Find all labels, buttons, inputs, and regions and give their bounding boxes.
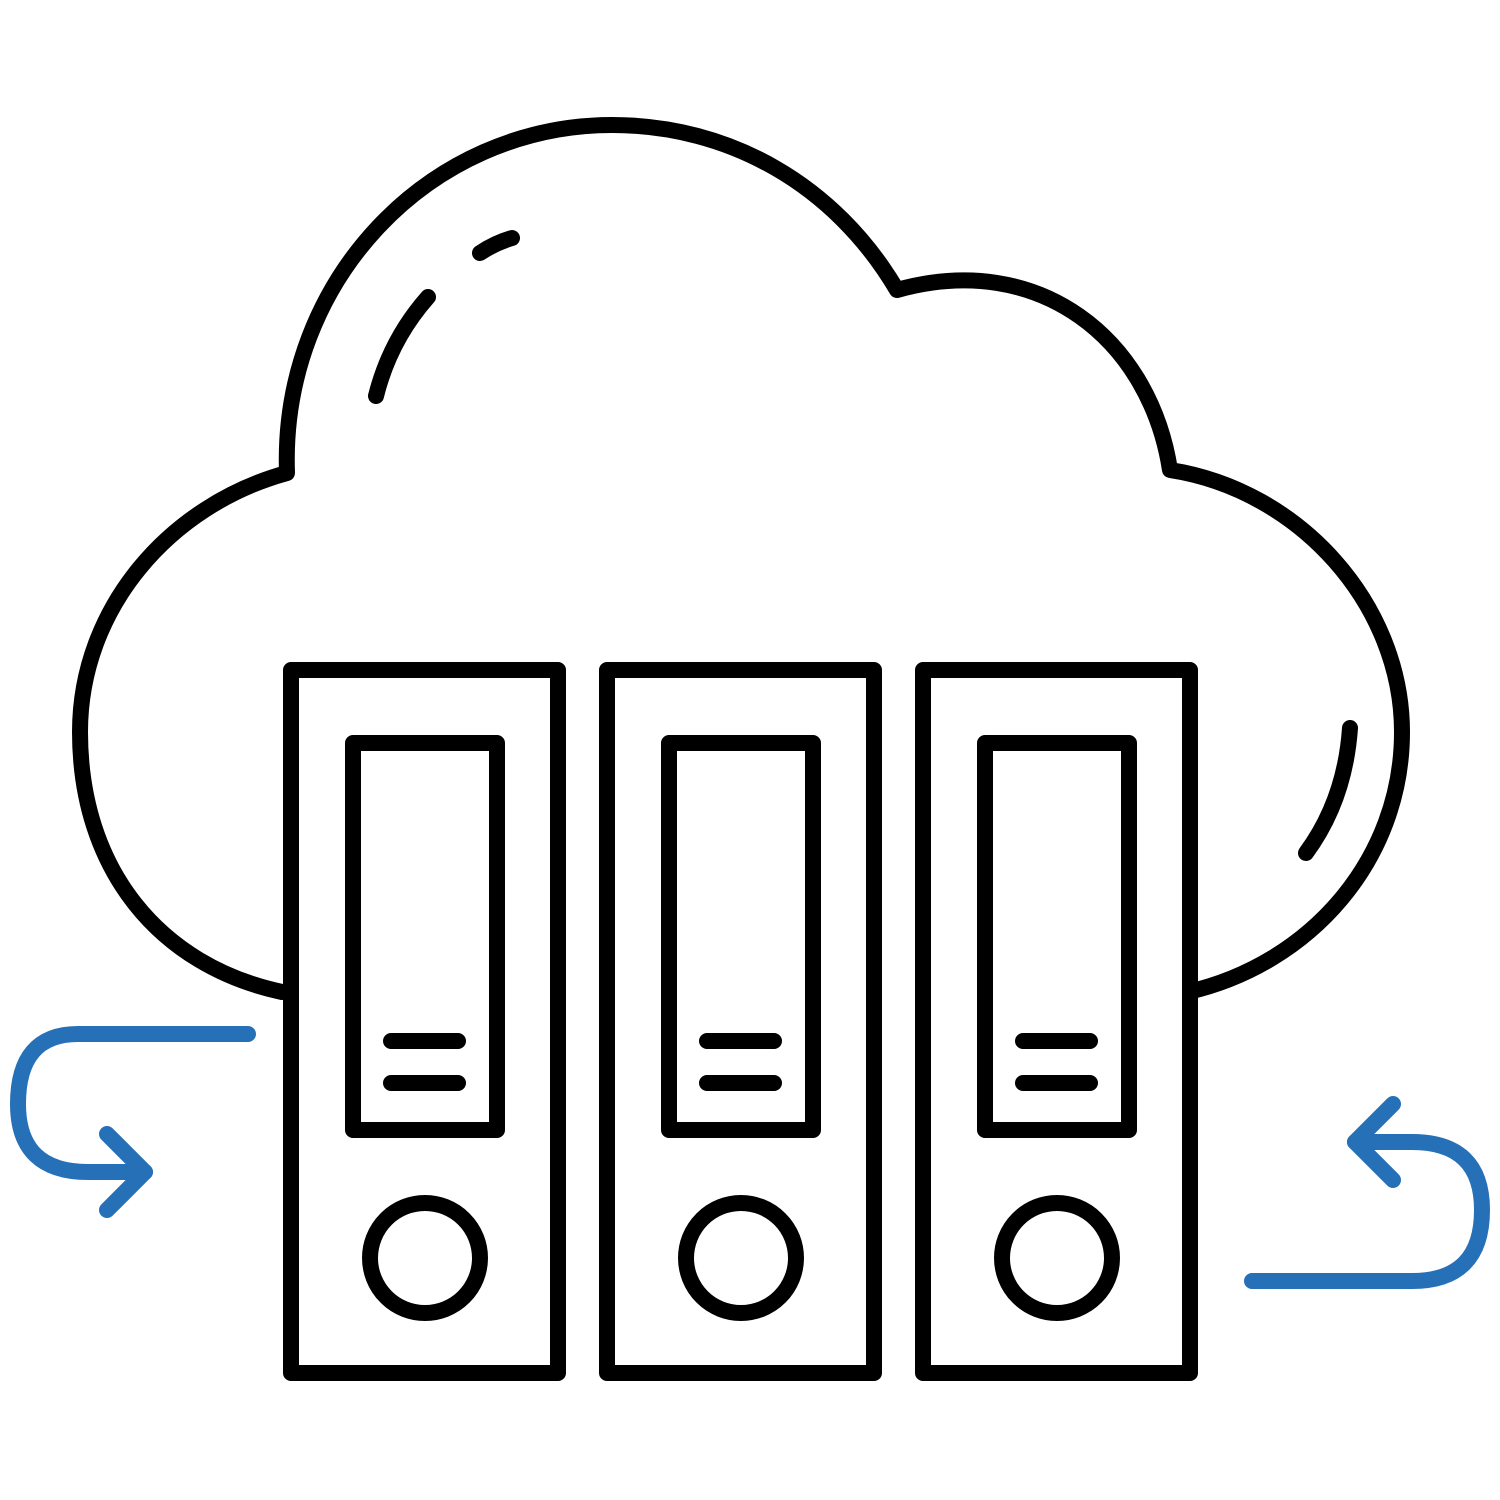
binder-body	[915, 662, 1198, 1381]
cloud-highlight-upper	[472, 230, 520, 261]
sync-arrow-right-icon	[1244, 1096, 1490, 1289]
binder-label	[661, 735, 821, 1138]
sync-arrow-right-curve	[1244, 1134, 1490, 1289]
cloud-highlight-left	[368, 289, 436, 404]
cloud-highlight-right	[1298, 720, 1358, 861]
binder-body	[599, 662, 882, 1381]
sync-arrow-left-head	[99, 1126, 153, 1218]
binder-label	[977, 735, 1137, 1138]
binder-ring	[362, 1195, 488, 1321]
binder-icon	[283, 662, 566, 1381]
binder-icon	[599, 662, 882, 1381]
binder-ring	[678, 1195, 804, 1321]
binders-group	[283, 662, 1198, 1381]
binder-ring	[994, 1195, 1120, 1321]
cloud-icon	[72, 117, 1410, 1000]
sync-arrow-left-icon	[10, 1026, 256, 1218]
binder-label	[345, 735, 505, 1138]
cloud-outline	[72, 117, 1410, 1000]
sync-arrow-left-curve	[10, 1026, 256, 1180]
sync-arrow-right-head	[1347, 1096, 1401, 1188]
binder-icon	[915, 662, 1198, 1381]
binder-body	[283, 662, 566, 1381]
